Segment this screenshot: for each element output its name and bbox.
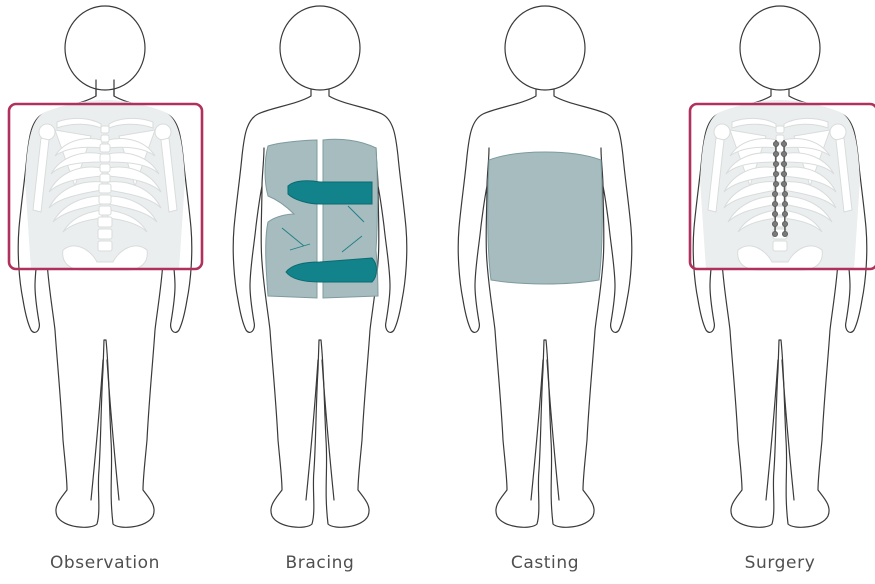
brace-strap-top — [288, 181, 372, 204]
label-surgery: Surgery — [680, 553, 875, 573]
observation-figure — [18, 6, 192, 527]
casting-figure — [458, 6, 632, 527]
skeleton-illustration — [25, 100, 185, 270]
label-casting: Casting — [445, 553, 645, 573]
label-bracing: Bracing — [220, 553, 420, 573]
bracing-figure — [233, 6, 407, 527]
label-observation: Observation — [5, 553, 205, 573]
surgery-figure — [693, 6, 867, 527]
skeleton-illustration — [700, 100, 860, 270]
cast — [488, 152, 603, 284]
